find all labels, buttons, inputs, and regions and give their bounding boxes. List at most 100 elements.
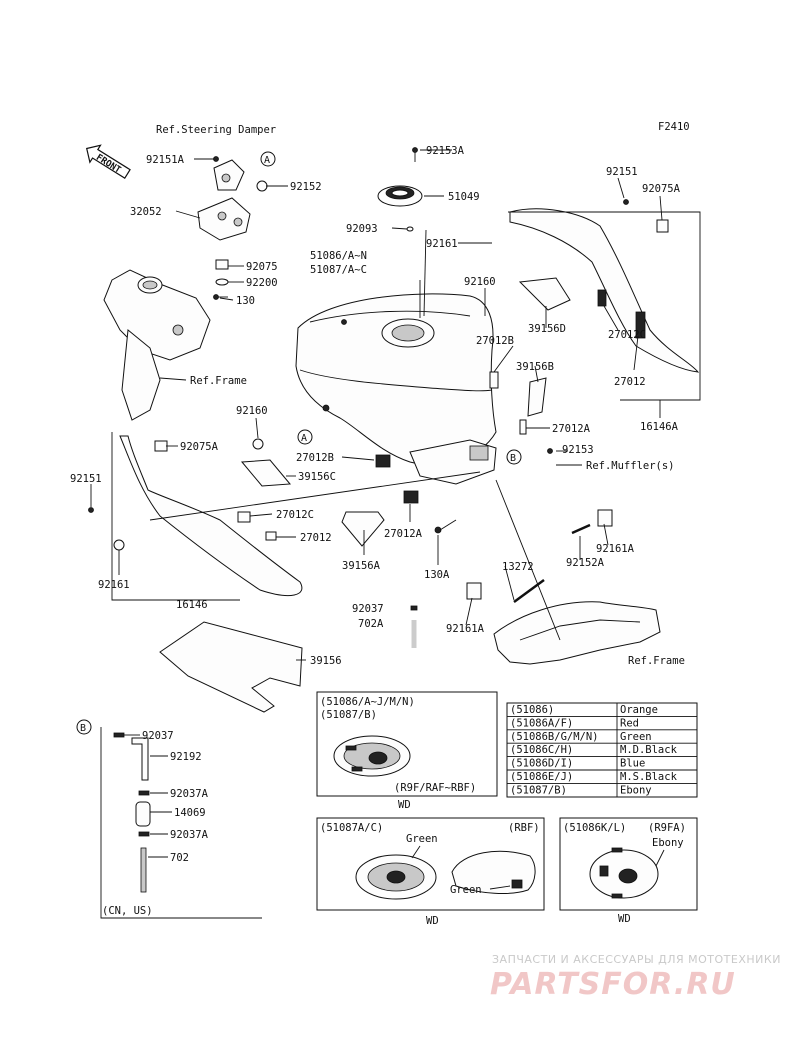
color-code: (51086) (510, 704, 554, 716)
mat-39156 (159, 621, 303, 713)
watermark: ЗАПЧАСТИ И АКСЕССУАРЫ ДЛЯ МОТОТЕХНИКИ PA… (490, 953, 781, 1002)
rubber-27012A-right (519, 419, 527, 435)
label-92161-left: 92161 (98, 579, 130, 591)
label-27012A-mid: 27012A (384, 528, 423, 540)
label-92152: 92152 (290, 181, 322, 193)
inset-3-codes: (51086K/L) (563, 822, 626, 834)
inset-2-footer: WD (426, 915, 439, 927)
label-16146A: 16146A (640, 421, 679, 433)
color-name: Green (620, 731, 652, 743)
label-92075A-left: 92075A (180, 441, 219, 453)
inset-2-green-2: Green (450, 884, 482, 896)
label-14069: 14069 (174, 807, 206, 819)
label-92093: 92093 (346, 223, 378, 235)
inset-1: (51086/A~J/M/N) (51087/B) (R9F/RAF~RBF) … (316, 691, 498, 811)
rubber-27012B-right (489, 371, 499, 389)
hose-kit-marker: B (80, 723, 86, 734)
inset-1-codes-line1: (51086/A~J/M/N) (320, 696, 415, 708)
marker-b-mid: B (506, 449, 522, 465)
label-92153A: 92153A (426, 145, 465, 157)
label-92161A-mid: 92161A (446, 623, 485, 635)
color-code: (51086D/I) (510, 758, 573, 770)
pad-39156C (240, 459, 292, 487)
label-51049: 51049 (448, 191, 480, 203)
label-16146: 16146 (176, 599, 208, 611)
label-27012B-right: 27012B (476, 335, 514, 347)
label-130A: 130A (424, 569, 450, 581)
label-ref-steering-damper: Ref.Steering Damper (156, 124, 276, 136)
label-39156B: 39156B (516, 361, 554, 373)
color-name: M.S.Black (620, 771, 678, 783)
side-cover-right (509, 199, 700, 373)
inset-1-codes-line2: (51087/B) (320, 709, 377, 721)
inset-3: (51086K/L) (R9FA) Ebony WD (559, 817, 698, 925)
label-39156C: 39156C (298, 471, 336, 483)
frame-head-left (103, 269, 211, 421)
inset-2-variant: (RBF) (508, 822, 540, 834)
label-702A: 702A (358, 618, 384, 630)
label-27012C-left: 27012C (276, 509, 314, 521)
label-ref-frame-right: Ref.Frame (628, 655, 685, 667)
label-ref-muffler: Ref.Muffler(s) (586, 460, 675, 472)
label-92037A-1: 92037A (170, 788, 209, 800)
label-27012-right: 27012 (614, 376, 646, 388)
watermark-line2: PARTSFOR.RU (490, 967, 736, 1002)
svg-text:A: A (301, 433, 307, 444)
marker-a-mid: A (297, 429, 313, 445)
inset-2: (51087A/C) Green (RBF) Green WD (316, 817, 545, 927)
label-92153: 92153 (562, 444, 594, 456)
color-code: (51086C/H) (510, 744, 573, 756)
side-cover-left (88, 435, 303, 596)
inset-2-green-1: Green (406, 833, 438, 845)
svg-text:B: B (510, 453, 516, 464)
label-51087: 51087/A~C (310, 264, 367, 276)
rubber-27012B-mid (375, 454, 391, 468)
label-92161A-right: 92161A (596, 543, 635, 555)
inset-2-codes: (51087A/C) (320, 822, 383, 834)
label-92075A-right: 92075A (642, 183, 681, 195)
label-27012-left: 27012 (300, 532, 332, 544)
rubber-27012A-mid (403, 490, 419, 504)
label-92161-top: 92161 (426, 238, 458, 250)
label-92151-right: 92151 (606, 166, 638, 178)
color-table: (51086) Orange (51086A/F) Red (51086B/G/… (506, 702, 698, 798)
label-92037A-2: 92037A (170, 829, 209, 841)
label-market: (CN, US) (102, 905, 153, 917)
watermark-line1: ЗАПЧАСТИ И АКСЕССУАРЫ ДЛЯ МОТОТЕХНИКИ (492, 953, 781, 966)
label-39156: 39156 (310, 655, 342, 667)
label-92075: 92075 (246, 261, 278, 273)
color-code: (51086B/G/M/N) (510, 731, 599, 743)
color-name: M.D.Black (620, 744, 678, 756)
leader-lines (90, 149, 701, 661)
color-name: Red (620, 717, 639, 729)
label-27012C-right: 27012C (608, 329, 646, 341)
pad-39156D (518, 277, 571, 311)
label-130: 130 (236, 295, 255, 307)
front-arrow-icon: FRONT (85, 144, 131, 179)
label-13272: 13272 (502, 561, 534, 573)
label-92200: 92200 (246, 277, 278, 289)
inset-3-variant: (R9FA) (648, 822, 686, 834)
label-92037-mid: 92037 (352, 603, 384, 615)
label-32052: 32052 (130, 206, 162, 218)
color-name: Ebony (620, 784, 652, 796)
label-ref-frame-left: Ref.Frame (190, 375, 247, 387)
label-39156A: 39156A (342, 560, 381, 572)
label-92037: 92037 (142, 730, 174, 742)
callout-labels: Ref.Steering Damper 92151A 92152 32052 9… (70, 124, 685, 667)
color-code: (51087/B) (510, 784, 567, 796)
fuel-cap (377, 147, 423, 232)
frame-rear-right (410, 448, 661, 665)
label-92152A: 92152A (566, 557, 605, 569)
steering-damper-bracket (197, 156, 268, 300)
figure-code: F2410 (658, 121, 690, 133)
marker-a-top: A (260, 151, 276, 167)
pad-39156B (527, 377, 547, 417)
label-92160-left: 92160 (236, 405, 268, 417)
inset-1-variants: (R9F/RAF~RBF) (394, 782, 476, 794)
label-92160-mid: 92160 (464, 276, 496, 288)
inset-3-ebony: Ebony (652, 837, 684, 849)
color-name: Orange (620, 704, 658, 716)
pad-39156A (341, 511, 385, 547)
